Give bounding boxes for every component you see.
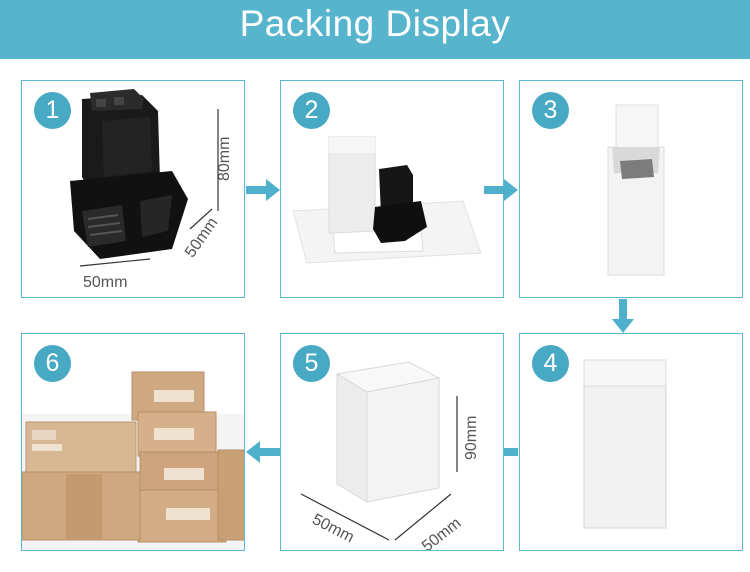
- arrow-icon: [612, 299, 634, 333]
- step-panel-5: 5 90mm 50mm 50mm: [280, 333, 504, 551]
- header-banner: Packing Display: [0, 0, 750, 59]
- step-panel-2: 2: [280, 80, 504, 298]
- step-number-badge: 2: [293, 92, 330, 129]
- step-number-badge: 6: [34, 345, 71, 382]
- arrow-icon: [246, 441, 280, 463]
- step-panel-6: 6: [21, 333, 245, 551]
- step-panel-1: 1 80mm 50mm 50mm: [21, 80, 245, 298]
- dimension-height-label: 90mm: [463, 415, 480, 460]
- dimension-height-label: 80mm: [216, 136, 233, 181]
- page-title: Packing Display: [239, 3, 511, 44]
- step-panel-3: 3: [519, 80, 743, 298]
- arrow-icon: [484, 179, 518, 201]
- open-box-image: [607, 104, 665, 276]
- box-dimensions-image: [300, 361, 458, 541]
- step-panel-4: 4: [519, 333, 743, 551]
- battery-image: [70, 89, 219, 267]
- step-number-badge: 3: [532, 92, 569, 129]
- box-battery-manual-image: [292, 136, 482, 264]
- step-number-badge: 4: [532, 345, 569, 382]
- cartons-image: [22, 371, 244, 550]
- closed-box-image: [583, 359, 667, 529]
- step-number-badge: 1: [34, 92, 71, 129]
- arrow-icon: [246, 179, 280, 201]
- dimension-width-label: 50mm: [83, 274, 128, 291]
- step-number-badge: 5: [293, 345, 330, 382]
